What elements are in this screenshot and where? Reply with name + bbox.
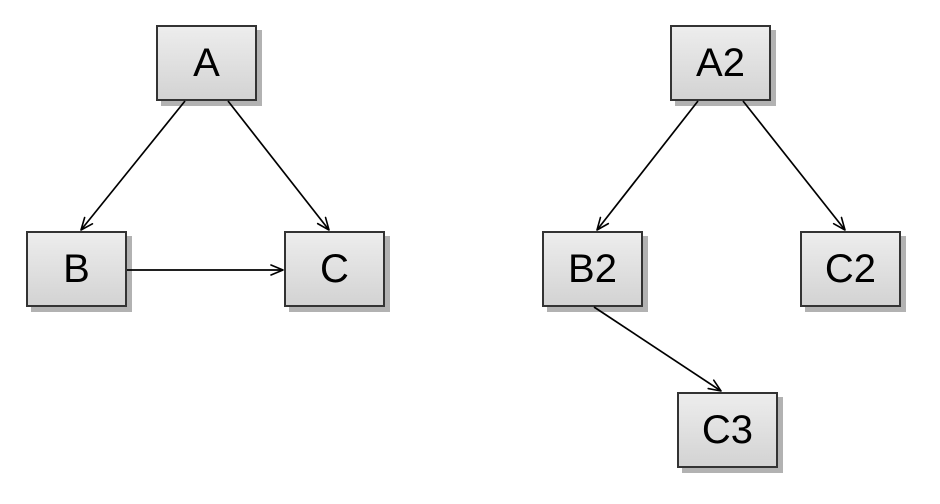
node-C3[interactable]: C3: [677, 392, 778, 468]
node-label: B2: [568, 247, 617, 291]
node-A[interactable]: A: [156, 25, 257, 101]
node-label: C3: [701, 408, 754, 452]
node-A2[interactable]: A2: [670, 25, 771, 101]
node-C[interactable]: C: [284, 231, 385, 307]
node-label: C: [320, 247, 349, 291]
node-label: C2: [824, 247, 877, 291]
node-label: A2: [696, 41, 745, 85]
node-C2[interactable]: C2: [800, 231, 901, 307]
node-B2[interactable]: B2: [542, 231, 643, 307]
node-B[interactable]: B: [26, 231, 127, 307]
node-label: B: [63, 247, 90, 291]
node-label: A: [193, 41, 220, 85]
